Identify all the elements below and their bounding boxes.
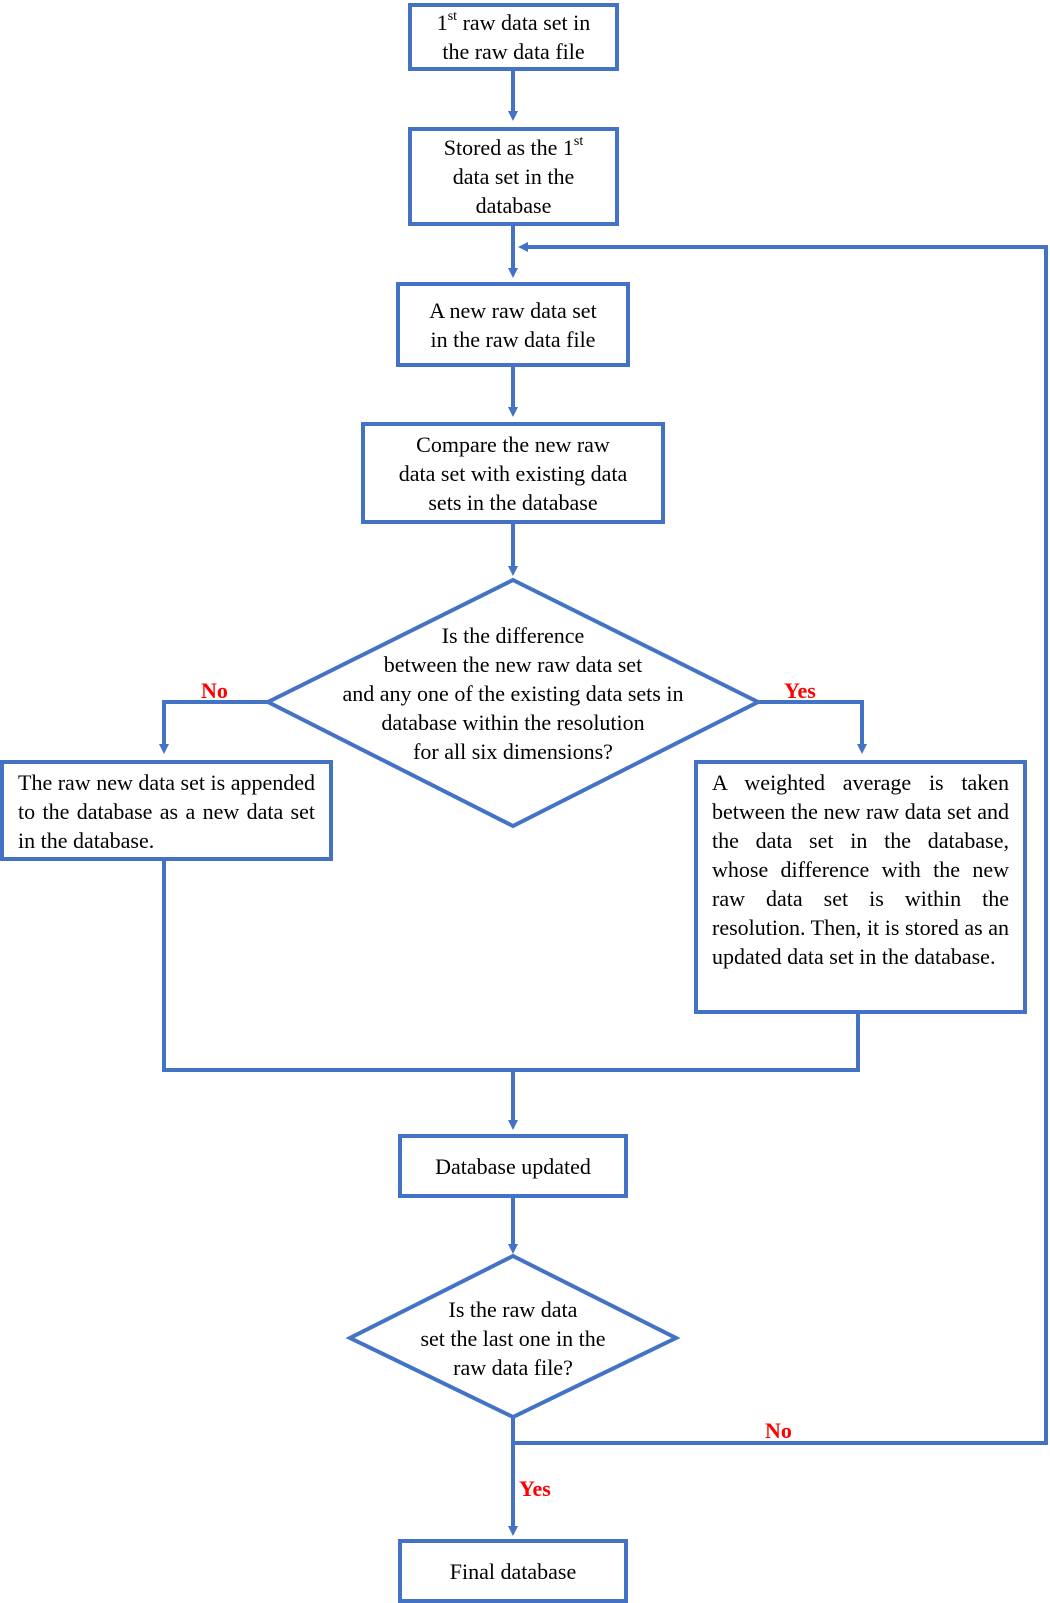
- stored-first-text: Stored as the 1st data set in the databa…: [444, 133, 584, 220]
- new-raw-data-text: A new raw data set in the raw data file: [429, 297, 597, 352]
- database-updated-text: Database updated: [435, 1153, 591, 1179]
- stored-first-sup: st: [573, 133, 584, 149]
- compare-box: Compare the new raw data set with existi…: [361, 422, 665, 524]
- append-text: The raw new data set is appended to the …: [18, 770, 315, 853]
- first-raw-data-text: 1st raw data set in the raw data file: [437, 8, 591, 66]
- database-updated-box: Database updated: [398, 1134, 628, 1198]
- last-no-label: No: [765, 1418, 792, 1443]
- new-raw-data-box: A new raw data set in the raw data file: [396, 282, 630, 367]
- difference-no-label: No: [201, 678, 228, 703]
- first-raw-data-box: 1st raw data set in the raw data file: [408, 3, 619, 71]
- last-question-text: Is the raw data set the last one in the …: [420, 1297, 606, 1380]
- difference-yes-label: Yes: [784, 678, 816, 703]
- final-database-text: Final database: [449, 1558, 577, 1584]
- loop-no-back: [513, 242, 1048, 1445]
- arrow-yes-to-weighted: [758, 700, 867, 754]
- arrow-no-to-append: [159, 700, 268, 754]
- last-yes-label: Yes: [519, 1476, 551, 1501]
- compare-text: Compare the new raw data set with existi…: [398, 431, 628, 515]
- first-raw-sup: st: [447, 8, 458, 24]
- stored-first-post: data set in the database: [452, 164, 575, 218]
- final-database-box: Final database: [398, 1539, 628, 1603]
- append-box: The raw new data set is appended to the …: [0, 760, 333, 861]
- stored-first-box: Stored as the 1st data set in the databa…: [408, 127, 619, 226]
- difference-question-text: Is the difference between the new raw da…: [342, 623, 684, 764]
- weighted-average-text: A weighted average is taken between the …: [712, 770, 1009, 969]
- stored-first-pre: Stored as the 1: [443, 135, 574, 160]
- difference-decision-shape: [263, 577, 763, 829]
- first-raw-pre: 1: [436, 10, 448, 35]
- weighted-average-box: A weighted average is taken between the …: [694, 760, 1027, 1014]
- first-raw-post: raw data set in the raw data file: [442, 10, 591, 64]
- last-decision-shape: [345, 1253, 681, 1420]
